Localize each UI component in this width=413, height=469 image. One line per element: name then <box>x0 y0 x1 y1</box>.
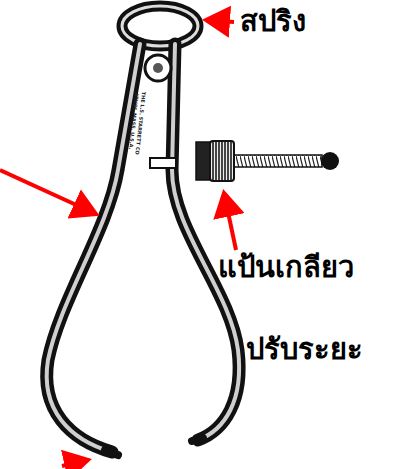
leader-arrow <box>0 170 96 214</box>
part-label: แป้นเกลียว <box>218 250 354 285</box>
leader-arrow <box>206 20 234 22</box>
part-label: ปรับระยะ <box>246 332 363 367</box>
leader-arrow <box>224 193 236 250</box>
leader-arrow <box>62 460 88 466</box>
part-label: สปริง <box>240 4 306 39</box>
